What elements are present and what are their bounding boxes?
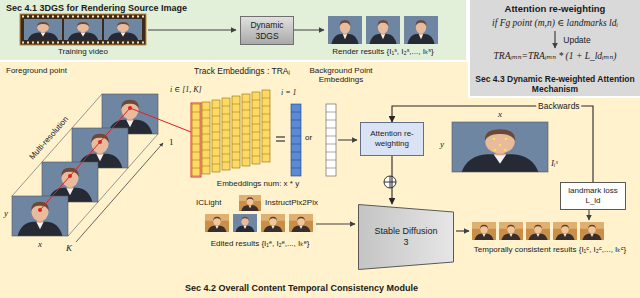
- axis-label: y: [4, 208, 8, 218]
- label-slot: or: [305, 133, 312, 142]
- section-caption: Sec 4.3 Dynamic Re-weighted Attention Me…: [474, 74, 636, 94]
- flow-arrow: [588, 210, 589, 220]
- label-slot: x: [498, 109, 502, 119]
- edge-label: Backwards: [536, 101, 582, 111]
- image-label: Iᵢˢ: [551, 158, 557, 168]
- caption-label: Render results {I₁ˢ, I₂ˢ,..., Iₖˢ}: [332, 47, 433, 56]
- condition-text: if Fg point (m,n) ∈ landmarks ldᵢ: [492, 18, 618, 29]
- source-image: [452, 122, 548, 172]
- edge-label-slot: Backwards: [536, 101, 582, 111]
- label-slot: Embeddings num: x * y: [217, 179, 299, 188]
- note-label: or: [305, 133, 312, 142]
- box-label: Dynamic 3DGS: [245, 20, 289, 40]
- arrow-label: Update: [563, 35, 590, 45]
- flow-arrow: [316, 223, 355, 224]
- label-slot: K: [66, 243, 72, 253]
- caption-label: Temporally consistent results {I₁ᶜ, I₂ᶜ,…: [462, 245, 638, 254]
- note-label: Foreground point: [6, 66, 67, 75]
- trapezoid-outline: [359, 205, 454, 270]
- panel-fill: [0, 62, 640, 298]
- axis-label: y: [440, 139, 444, 149]
- axis-label: K: [66, 243, 72, 253]
- film-strip: [20, 14, 146, 45]
- note-label: Embeddings num: x * y: [217, 179, 299, 188]
- sum-symbol: [384, 176, 396, 188]
- label-slot: Temporally consistent results {I₁ᶜ, I₂ᶜ,…: [462, 245, 638, 254]
- label-slot: Foreground point: [6, 66, 67, 75]
- label-slot: Edited results {I₁ᵉ, I₂ᵉ,..., Iₖᵉ}: [211, 239, 310, 248]
- label-slot: InstructPix2Pix: [265, 198, 318, 207]
- update-arrow: [554, 31, 555, 48]
- label-slot: Render results {I₁ˢ, I₂ˢ,..., Iₖˢ}: [332, 47, 433, 56]
- note-label: Track Embeddings : TRAᵢ: [194, 67, 290, 77]
- note-label: Background Point Embeddings: [308, 66, 374, 84]
- label-slot: ICLight: [196, 198, 221, 207]
- axis-label: x: [38, 239, 42, 249]
- process-box: Attention re-weighting: [360, 122, 424, 156]
- index-label: i = 1: [281, 88, 297, 97]
- section-heading: Sec 4.2 Overall Content Temporal Consist…: [185, 283, 418, 294]
- label-slot: x: [38, 239, 42, 249]
- flow-arrow: [148, 29, 236, 30]
- method-label: ICLight: [196, 198, 221, 207]
- frame-stack: [12, 94, 191, 242]
- box-label: Attention re-weighting: [365, 129, 419, 148]
- box-label: landmark loss L_ld: [565, 186, 621, 205]
- label-slot: i = 1: [281, 88, 297, 97]
- section-heading: Sec 4.1 3DGS for Rendering Source Image: [6, 3, 187, 13]
- label-slot: 1: [169, 137, 174, 147]
- label-slot: Track Embeddings : TRAᵢ: [194, 67, 290, 77]
- formula: TRAᵢₘₙ=TRAᵢₘₙ * (1 + L_ldᵢₘₙ): [494, 51, 617, 62]
- label-slot: Background Point Embeddings: [308, 66, 374, 84]
- flow-arrow: [290, 29, 324, 30]
- render-images: [328, 16, 438, 44]
- section-heading: Attention re-weighting: [505, 3, 606, 15]
- output-images: [472, 222, 604, 240]
- axis-label: 1: [169, 137, 174, 147]
- method-label: InstructPix2Pix: [265, 198, 318, 207]
- index-label: i ∈ [1, K]: [170, 85, 202, 94]
- box-label: Stable Diffusion 3: [373, 226, 439, 248]
- loss-box: landmark loss L_ld: [560, 182, 626, 210]
- caption-label: Edited results {I₁ᵉ, I₂ᵉ,..., Iₖᵉ}: [211, 239, 310, 248]
- label-slot: Training video: [58, 47, 108, 56]
- caption-label: Training video: [58, 47, 108, 56]
- axis-label: x: [498, 109, 502, 119]
- flow-arrow: [456, 230, 469, 231]
- label-slot: i ∈ [1, K]: [170, 85, 202, 94]
- model-block: Stable Diffusion 3: [358, 204, 454, 270]
- process-box: Dynamic 3DGS: [240, 16, 294, 45]
- flow-arrow: [338, 139, 357, 140]
- label-slot: Iᵢˢ: [551, 158, 557, 168]
- label-slot: y: [4, 208, 8, 218]
- flow-connector: [391, 156, 392, 204]
- embedding-columns: [191, 90, 336, 177]
- flow-connector: [392, 106, 593, 182]
- label-slot: y: [440, 139, 444, 149]
